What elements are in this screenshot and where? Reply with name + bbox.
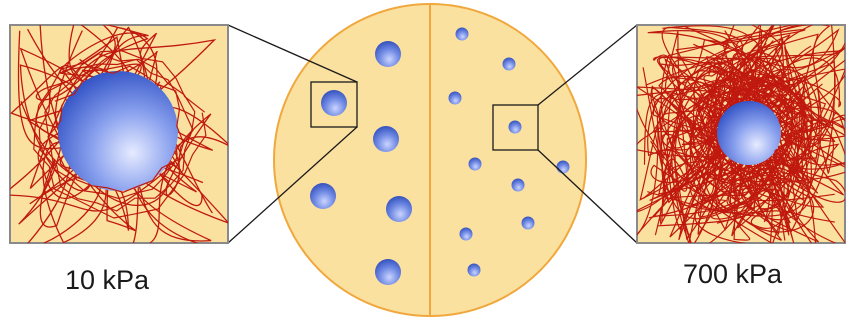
large-bead-zoomed [58, 71, 178, 191]
large-bead [375, 41, 401, 67]
small-bead [503, 58, 516, 71]
large-bead [373, 126, 399, 152]
small-bead [509, 121, 522, 134]
small-bead [522, 217, 535, 230]
inset-soft-network [2, 20, 232, 251]
stiffness-label-stiff: 700 kPa [683, 259, 782, 290]
large-bead [310, 183, 336, 209]
small-bead [469, 158, 482, 171]
small-bead-zoomed [717, 101, 781, 165]
small-bead [557, 161, 570, 174]
inset-stiff-network [632, 15, 853, 253]
large-bead [375, 259, 401, 285]
large-bead [321, 90, 347, 116]
small-bead [468, 264, 481, 277]
small-bead [456, 28, 469, 41]
large-bead [386, 196, 412, 222]
stiffness-label-soft: 10 kPa [65, 265, 149, 296]
small-bead [449, 92, 462, 105]
small-bead [460, 228, 473, 241]
small-bead [512, 179, 525, 192]
